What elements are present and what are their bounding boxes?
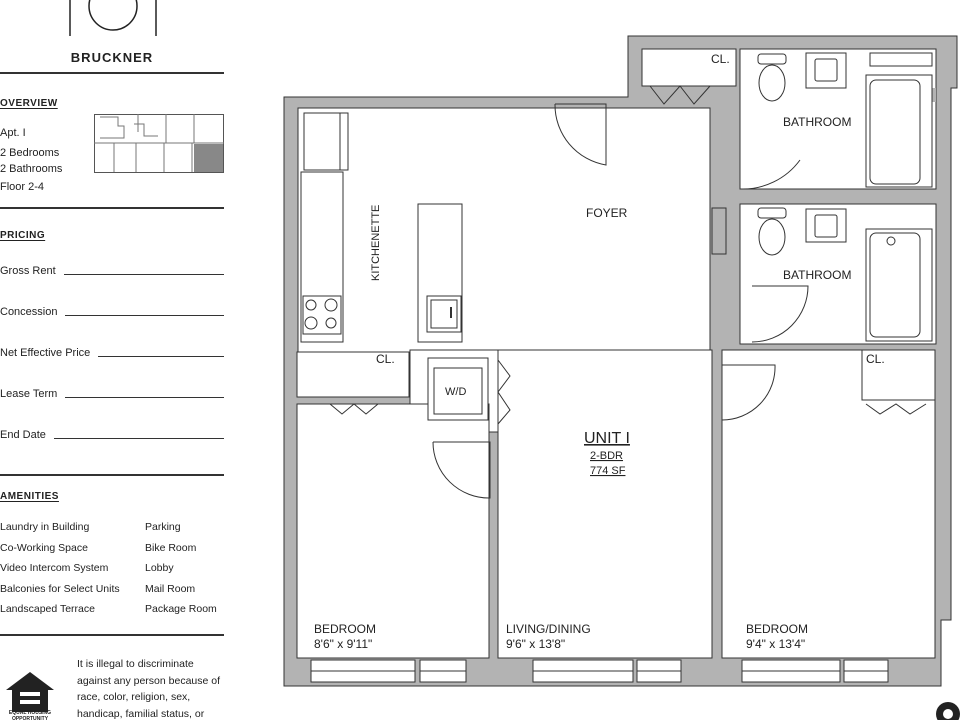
wd-label: W/D [445, 386, 466, 398]
unit-name: UNIT I [584, 430, 630, 447]
bath-mid-door [751, 285, 809, 343]
amenity-item: Balconies for Select Units [0, 583, 120, 595]
keyplan-thumbnail [94, 114, 224, 173]
amenity-item: Parking [145, 521, 181, 533]
foyer-label: FOYER [586, 206, 628, 220]
bedroom-right-door [721, 364, 776, 421]
living-room-lower [497, 349, 713, 659]
bedrooms-label: 2 Bedrooms [0, 147, 60, 159]
living-label: LIVING/DINING [506, 622, 591, 636]
floor-label: Floor 2-4 [0, 181, 45, 193]
apt-label: Apt. I [0, 127, 26, 139]
toilet-mid [758, 218, 786, 256]
kitchen-counter [300, 171, 344, 343]
pricing-heading: PRICING [0, 230, 46, 241]
bedroom-left-dims: 8'6" x 9'11" [314, 637, 372, 651]
equal-housing-text: EQUAL HOUSING OPPORTUNITY [8, 710, 52, 722]
closet-top-doors [649, 85, 711, 105]
closet-top-label: CL. [711, 52, 730, 66]
equal-housing-icon [6, 672, 54, 712]
overview-heading: OVERVIEW [0, 98, 58, 109]
closet-right-doors [865, 403, 927, 415]
unit-size: 774 SF [590, 465, 626, 477]
amenity-item: Laundry in Building [0, 521, 90, 533]
bedroom-left-label: BEDROOM [314, 622, 376, 636]
amenity-item: Lobby [145, 562, 174, 574]
bathrooms-label: 2 Bathrooms [0, 163, 63, 175]
bedroom-right [721, 349, 936, 659]
bedroom-right-dims: 9'4" x 13'4" [746, 637, 805, 651]
amenity-item: Mail Room [145, 583, 196, 595]
fair-housing-notice: It is illegal to discriminate against an… [77, 658, 221, 720]
sidebar: BRUCKNER OVERVIEW Apt. I 2 Bedrooms 2 Ba… [0, 0, 224, 722]
pricing-row-lease-term: Lease Term [0, 388, 224, 400]
amenity-item: Landscaped Terrace [0, 603, 95, 615]
amenity-item: Bike Room [145, 542, 197, 554]
wd-doors [497, 359, 511, 425]
foyer-living-room [297, 107, 711, 357]
amenities-heading: AMENITIES [0, 491, 59, 502]
toilet-top [758, 64, 786, 102]
divider [0, 72, 224, 74]
bath-top-door [739, 118, 801, 190]
pricing-row-end-date: End Date [0, 429, 224, 441]
bathroom-top-label: BATHROOM [783, 115, 851, 129]
closet-left [296, 351, 410, 398]
unit-type: 2-BDR [590, 450, 623, 462]
kitchenette-label: KITCHENETTE [370, 205, 382, 281]
amenity-item: Co-Working Space [0, 542, 88, 554]
pricing-row-net-effective: Net Effective Price [0, 347, 224, 359]
pricing-row-concession: Concession [0, 306, 224, 318]
divider [0, 634, 224, 636]
bathroom-mid-label: BATHROOM [783, 268, 851, 282]
wd-box [433, 367, 483, 415]
closet-left-doors [329, 403, 386, 415]
divider [0, 207, 224, 209]
closet-left-label: CL. [376, 352, 395, 366]
amenity-item: Package Room [145, 603, 217, 615]
pricing-row-gross-rent: Gross Rent [0, 265, 224, 277]
cooktop [302, 295, 342, 335]
closet-right-label: CL. [866, 352, 885, 366]
living-dims: 9'6" x 13'8" [506, 637, 565, 651]
brand-name: BRUCKNER [70, 50, 154, 65]
entry-door [554, 103, 607, 166]
corner-logo-icon [936, 702, 960, 720]
amenity-item: Video Intercom System [0, 562, 109, 574]
bedroom-right-label: BEDROOM [746, 622, 808, 636]
bedroom-left-door [432, 441, 491, 499]
bedroom-left [296, 403, 490, 659]
closet-top [641, 48, 737, 87]
divider [0, 474, 224, 476]
closet-right [861, 349, 936, 401]
bruckner-logo-icon [69, 0, 157, 36]
